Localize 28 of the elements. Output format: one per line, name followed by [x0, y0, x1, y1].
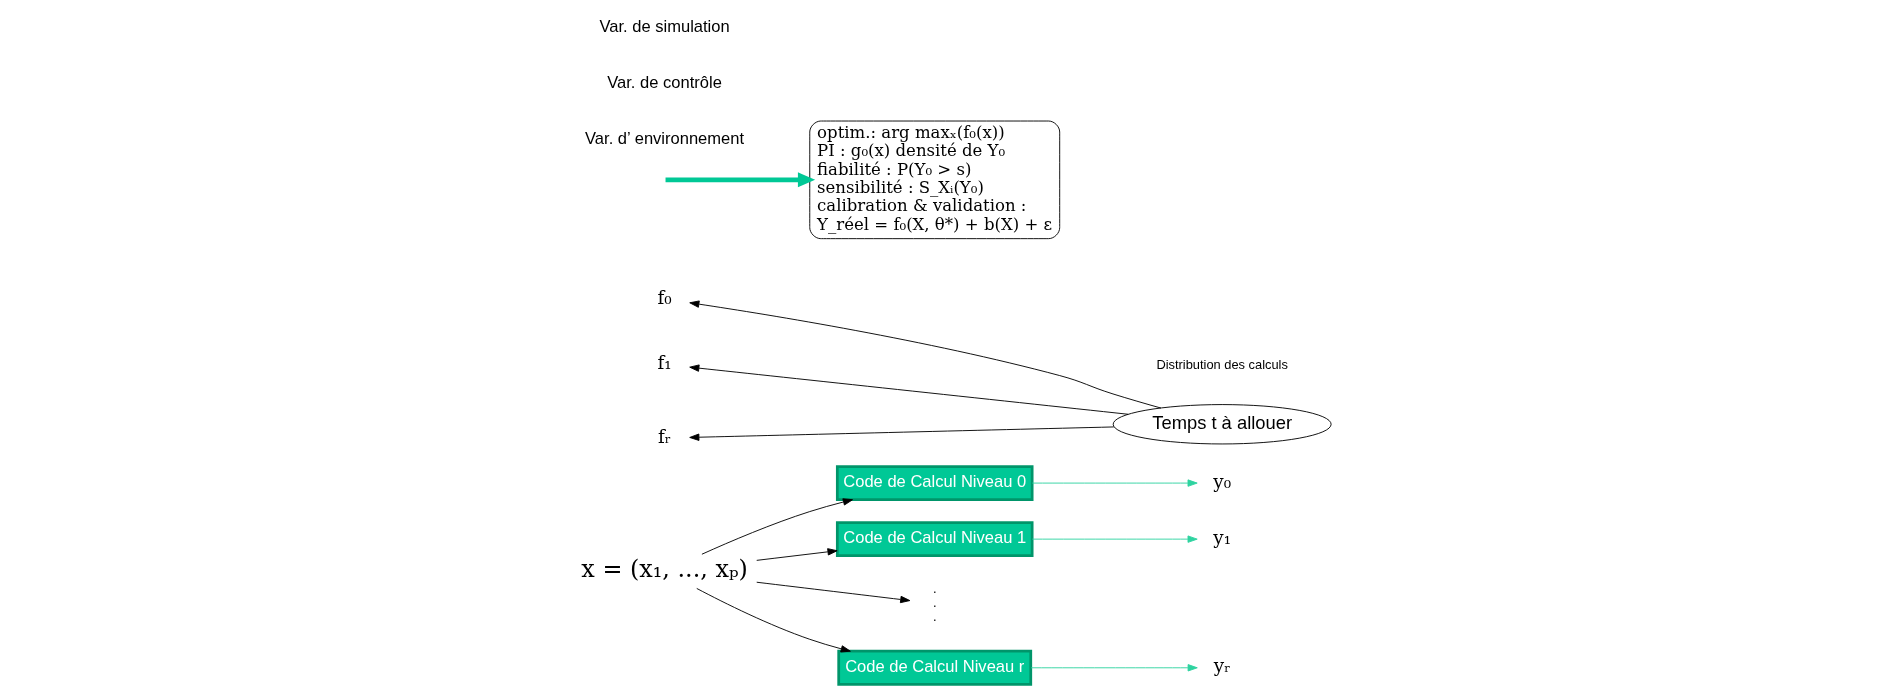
node-box: Code de Calcul Niveau 0 — [835, 465, 1033, 501]
node-text: y₁ — [1212, 526, 1231, 548]
arrow — [688, 300, 1161, 409]
label: Var. de contrôle — [606, 73, 722, 93]
arrow — [665, 172, 815, 188]
node-text: y₀ — [1212, 470, 1231, 492]
arrow — [755, 581, 910, 604]
node-ellipse: Temps t à allouer — [1112, 404, 1332, 445]
arrow — [1031, 535, 1198, 543]
arrow — [695, 588, 851, 653]
node-text: f₀ — [656, 286, 672, 308]
arrow — [1030, 664, 1198, 672]
node-text: . . . — [932, 581, 937, 624]
arrow — [688, 426, 1114, 441]
node-box: Code de Calcul Niveau r — [836, 649, 1032, 686]
arrow — [700, 498, 853, 555]
node-text: yᵣ — [1213, 655, 1231, 677]
node-text: x = (x₁, ..., xₚ) — [580, 555, 748, 584]
node-box: Code de Calcul Niveau 1 — [835, 521, 1033, 558]
node-text: f₁ — [656, 352, 672, 374]
node-text: fᵣ — [657, 425, 671, 447]
node-box: optim.: arg maxₓ(f₀(x)) PI : g₀(x) densité de Y₀ fiabilité : P(Y₀ > s) sensibilité : S_Xᵢ(Y₀) calibration & validation : Y_réel = f₀(X, θ*) + b(X) + ε — [808, 120, 1060, 240]
label: Var. de simulation — [598, 17, 730, 37]
arrow — [755, 548, 838, 561]
label: Distribution des calculs — [1155, 356, 1288, 372]
arrow — [688, 364, 1129, 415]
arrow — [1031, 479, 1198, 487]
label: Var. d’ environnement — [584, 129, 744, 149]
